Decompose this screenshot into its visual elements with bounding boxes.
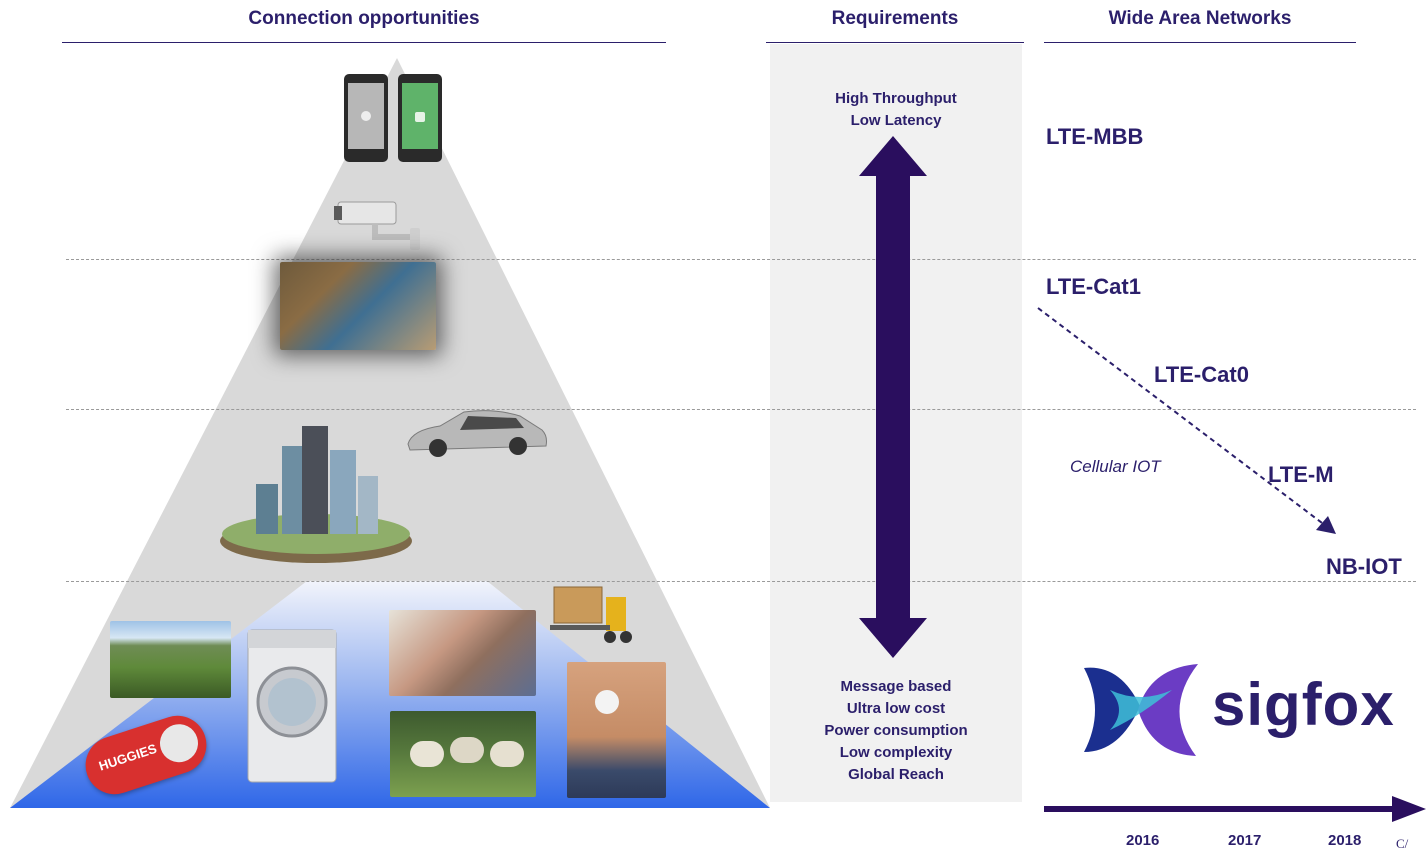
car-image bbox=[407, 410, 547, 457]
forklift-pallet-image bbox=[550, 586, 632, 643]
requirement-bottom-line-2: Ultra low cost bbox=[846, 700, 946, 717]
tier-separator-1 bbox=[66, 259, 1416, 260]
sensor-patch bbox=[595, 690, 619, 714]
network-lte-mbb: LTE-MBB bbox=[1046, 124, 1144, 149]
header-connection-opportunities: Connection opportunities bbox=[248, 8, 480, 29]
header-rule-connection bbox=[62, 42, 666, 43]
timeline-year-2017: 2017 bbox=[1228, 832, 1262, 849]
timeline-arrow bbox=[1044, 796, 1426, 822]
city-buildings-image bbox=[220, 426, 412, 563]
security-camera-image bbox=[334, 201, 420, 250]
header-rule-wan bbox=[1044, 42, 1356, 43]
sigfox-logo-icon bbox=[1084, 664, 1198, 756]
timeline-trailing-label: C/ bbox=[1396, 836, 1409, 851]
requirement-bottom-line-3: Power consumption bbox=[824, 722, 968, 739]
huggies-label: HUGGIES bbox=[96, 740, 159, 774]
cellular-iot-evolution-arrow bbox=[1037, 307, 1336, 534]
body-sensor-photo bbox=[567, 662, 666, 798]
timeline-year-2016: 2016 bbox=[1126, 832, 1160, 849]
sigfox-wordmark: sigfox bbox=[1212, 671, 1395, 738]
tier-separator-2 bbox=[66, 409, 1416, 410]
header-rule-requirements bbox=[766, 42, 1024, 43]
requirement-bottom-line-5: Global Reach bbox=[848, 766, 944, 783]
header-wide-area-networks: Wide Area Networks bbox=[1108, 8, 1292, 29]
sheep-field-photo bbox=[390, 711, 536, 797]
requirement-bottom-line-1: Message based bbox=[840, 678, 952, 695]
woman-tablet-photo bbox=[280, 262, 436, 350]
hand-device-photo bbox=[389, 610, 536, 696]
smartphones-image bbox=[344, 74, 442, 162]
dash-button-circle bbox=[155, 719, 203, 768]
cellular-iot-label: Cellular IOT bbox=[1070, 457, 1161, 476]
crop-field-photo bbox=[110, 621, 231, 698]
sheep-1 bbox=[410, 741, 444, 767]
sheep-3 bbox=[490, 741, 524, 767]
network-lte-cat0: LTE-Cat0 bbox=[1154, 362, 1249, 387]
washing-machine-image bbox=[247, 629, 337, 783]
header-requirements: Requirements bbox=[831, 8, 959, 29]
requirement-bottom-line-4: Low complexity bbox=[839, 744, 953, 761]
timeline-year-2018: 2018 bbox=[1328, 832, 1362, 849]
network-lte-m: LTE-M bbox=[1268, 462, 1334, 487]
requirement-top-line-2: Low Latency bbox=[850, 112, 942, 129]
network-lte-cat1: LTE-Cat1 bbox=[1046, 274, 1141, 299]
requirements-double-arrow bbox=[859, 136, 927, 658]
network-nb-iot: NB-IOT bbox=[1326, 554, 1402, 579]
requirement-top-line-1: High Throughput bbox=[835, 90, 957, 107]
sheep-2 bbox=[450, 737, 484, 763]
tier-separator-3 bbox=[66, 581, 1416, 582]
